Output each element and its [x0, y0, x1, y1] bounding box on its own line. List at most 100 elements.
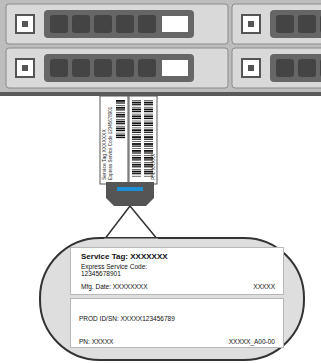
barcode-bar [144, 118, 153, 119]
barcode-bar [116, 132, 125, 134]
barcode-bar [132, 152, 141, 153]
barcode-bar [132, 120, 141, 122]
label-text: PROD ID/SN: XXXXX123456789 [79, 315, 175, 322]
barcode-bar [144, 111, 153, 112]
label-text: Express Service Code: 12345678901 [81, 263, 181, 278]
barcode-bar [132, 139, 141, 140]
barcode-bar [132, 111, 141, 112]
barcode-bar [132, 125, 141, 126]
bay-grille [44, 54, 194, 82]
barcode-bar [132, 141, 141, 143]
label-panel: PROD ID/SN: XXXXX123456789PN: XXXXX XXXXX… [70, 298, 284, 348]
bay-slot [50, 15, 68, 33]
bay-slot [138, 59, 156, 77]
barcode-bar [116, 125, 125, 127]
barcode-bar [144, 127, 153, 129]
barcode-bar [132, 116, 141, 118]
bay-icon [242, 15, 260, 33]
barcode-bar [144, 106, 153, 108]
bay-grille [44, 10, 194, 38]
bay-slot [298, 15, 316, 33]
barcode-bar [144, 102, 153, 104]
bay-slot [94, 15, 112, 33]
label-text: PN: XXXXX [79, 338, 113, 345]
barcode-bar [132, 122, 141, 124]
barcode-bar [116, 135, 125, 137]
bay-slot [298, 59, 316, 77]
barcode-bar [116, 116, 125, 117]
label-text: XXXXX_A00-00 [229, 338, 275, 345]
bay-slot [276, 15, 294, 33]
barcode-bar [116, 112, 125, 114]
barcode-bar [144, 109, 153, 111]
barcode-bar [132, 159, 141, 160]
barcode-bar [132, 169, 141, 171]
bay-slot [138, 15, 156, 33]
barcode-bar [132, 146, 141, 147]
barcode-bar [116, 100, 125, 102]
barcode-bar [116, 130, 125, 131]
barcode-bar [132, 136, 141, 138]
bay-icon [242, 59, 260, 77]
barcode-bar [132, 102, 141, 104]
tag-text: Express Service Code 12345678901 [109, 107, 114, 180]
bay-icon-dot [248, 65, 254, 71]
barcode-bar [144, 143, 153, 145]
drive-bays [6, 4, 321, 88]
bay-icon [16, 59, 34, 77]
barcode-bar [132, 175, 141, 177]
label-text: Service Tag: XXXXXXX [81, 252, 168, 261]
bay-window [162, 60, 188, 76]
bay-grille [270, 54, 321, 82]
barcode-bar [144, 152, 153, 153]
barcode-bar [132, 162, 141, 164]
bay-slot [320, 59, 321, 77]
tag-text: PN: XXXXX [151, 154, 156, 180]
barcode-bar [132, 100, 141, 102]
barcode-bar [144, 134, 153, 136]
bay-slot [72, 15, 90, 33]
label-text: XXXXX [253, 283, 275, 290]
tag-text: Service Tag XXXXXXX [102, 129, 107, 180]
barcode-bar [132, 150, 141, 152]
barcode-bar [132, 148, 141, 150]
barcode-bar [132, 171, 141, 173]
barcode-bar [144, 148, 153, 150]
bay-slot [320, 15, 321, 33]
bay-grille [270, 10, 321, 38]
barcode-bar [132, 113, 141, 115]
barcode-bar [144, 141, 153, 143]
barcode-bar [132, 104, 141, 105]
barcode-bar [132, 164, 141, 166]
barcode-bar [144, 150, 153, 152]
drive-bay [6, 4, 228, 44]
callout-lines [104, 206, 158, 240]
tag-strip [129, 96, 157, 184]
bay-icon-dot [248, 21, 254, 27]
bay-icon [16, 15, 34, 33]
barcode-bar [116, 109, 125, 110]
barcode-bar [144, 100, 153, 102]
barcode-bar [144, 136, 153, 138]
tag-barcodes [116, 100, 153, 177]
barcode-bar [144, 120, 153, 122]
barcode-bar [144, 139, 153, 140]
barcode-bar [144, 122, 153, 124]
bay-icon-dot [22, 21, 28, 27]
bay-slot [72, 59, 90, 77]
barcode-bar [144, 129, 153, 131]
barcode-bar [144, 116, 153, 118]
barcode-bar [144, 146, 153, 147]
barcode-bar [116, 128, 125, 130]
blue-stripe [117, 187, 143, 191]
barcode-bar [132, 106, 141, 108]
bay-slot [116, 15, 134, 33]
barcode-bar [132, 157, 141, 159]
bay-slot [50, 59, 68, 77]
barcode-bar [132, 129, 141, 131]
oval-join [104, 239, 158, 242]
bay-slot [276, 59, 294, 77]
barcode-bar [144, 125, 153, 126]
barcode-bar [132, 166, 141, 167]
barcode-bar [116, 114, 125, 116]
